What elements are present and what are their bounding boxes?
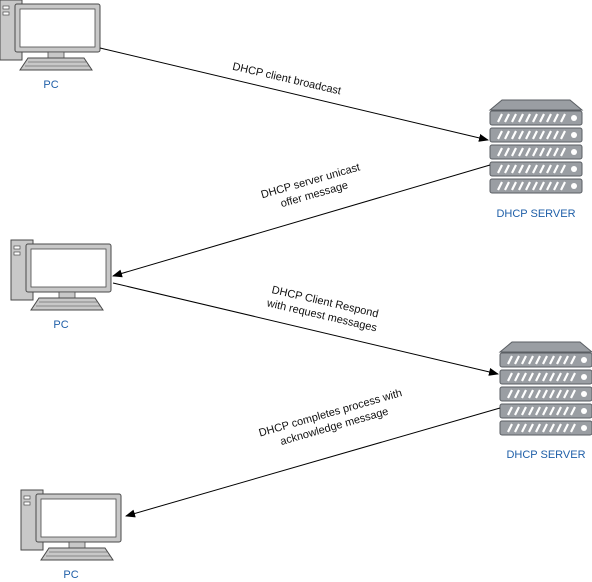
pc-node-1: PC bbox=[0, 0, 101, 91]
desktop-computer-icon bbox=[10, 239, 112, 311]
arrow-client-broadcast bbox=[99, 47, 489, 142]
message-label-3: DHCP Client Respond with request message… bbox=[265, 284, 380, 334]
server-rack-icon bbox=[488, 98, 584, 195]
arrow-client-request bbox=[112, 282, 499, 376]
pc-label: PC bbox=[53, 319, 68, 331]
server-label: DHCP SERVER bbox=[506, 449, 585, 461]
server-rack-icon bbox=[498, 340, 592, 437]
desktop-computer-icon bbox=[20, 489, 122, 561]
dhcp-server-node-1: DHCP SERVER bbox=[488, 98, 584, 220]
pc-node-3: PC bbox=[20, 489, 122, 581]
message-label-4: DHCP completes process with acknowledge … bbox=[258, 387, 404, 448]
dhcp-server-node-2: DHCP SERVER bbox=[498, 340, 592, 461]
pc-label: PC bbox=[63, 569, 78, 581]
server-label: DHCP SERVER bbox=[496, 208, 575, 220]
pc-label: PC bbox=[43, 79, 58, 91]
arrow-server-offer bbox=[112, 164, 491, 278]
arrow-server-ack bbox=[125, 407, 501, 518]
desktop-computer-icon bbox=[0, 0, 101, 71]
pc-node-2: PC bbox=[10, 239, 112, 331]
